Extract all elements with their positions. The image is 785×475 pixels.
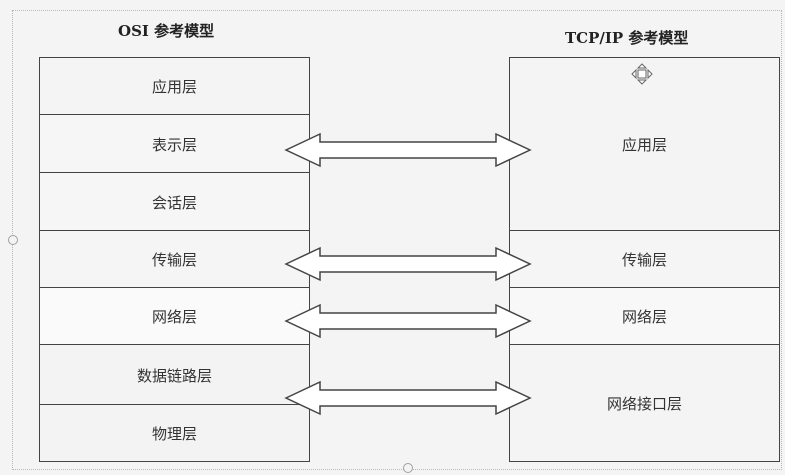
double-arrow-application: [284, 132, 532, 168]
osi-layer-session: 会话层: [40, 172, 309, 231]
tcpip-layer-application: 应用层: [510, 57, 779, 231]
tcpip-layer-network-interface: 网络接口层: [510, 344, 779, 462]
double-arrow-network-interface: [284, 380, 532, 416]
resize-handle-left[interactable]: [8, 235, 18, 245]
osi-layer-network: 网络层: [40, 287, 309, 345]
osi-layer-physical: 物理层: [40, 404, 309, 462]
tcpip-layer-network: 网络层: [510, 287, 779, 345]
tcpip-layer-transport: 传输层: [510, 230, 779, 288]
osi-layer-application: 应用层: [40, 57, 309, 115]
tcpip-model-stack: 应用层 传输层 网络层 网络接口层: [509, 57, 780, 462]
double-arrow-network: [284, 303, 532, 339]
osi-layer-presentation: 表示层: [40, 114, 309, 173]
osi-layer-data-link: 数据链路层: [40, 344, 309, 405]
tcpip-model-title: TCP/IP 参考模型: [565, 29, 689, 47]
double-arrow-transport: [284, 246, 532, 282]
resize-handle-bottom[interactable]: [403, 463, 413, 473]
osi-model-title: OSI 参考模型: [118, 22, 215, 40]
move-icon[interactable]: [631, 63, 653, 85]
osi-model-stack: 应用层 表示层 会话层 传输层 网络层 数据链路层 物理层: [39, 57, 310, 462]
osi-layer-transport: 传输层: [40, 230, 309, 288]
